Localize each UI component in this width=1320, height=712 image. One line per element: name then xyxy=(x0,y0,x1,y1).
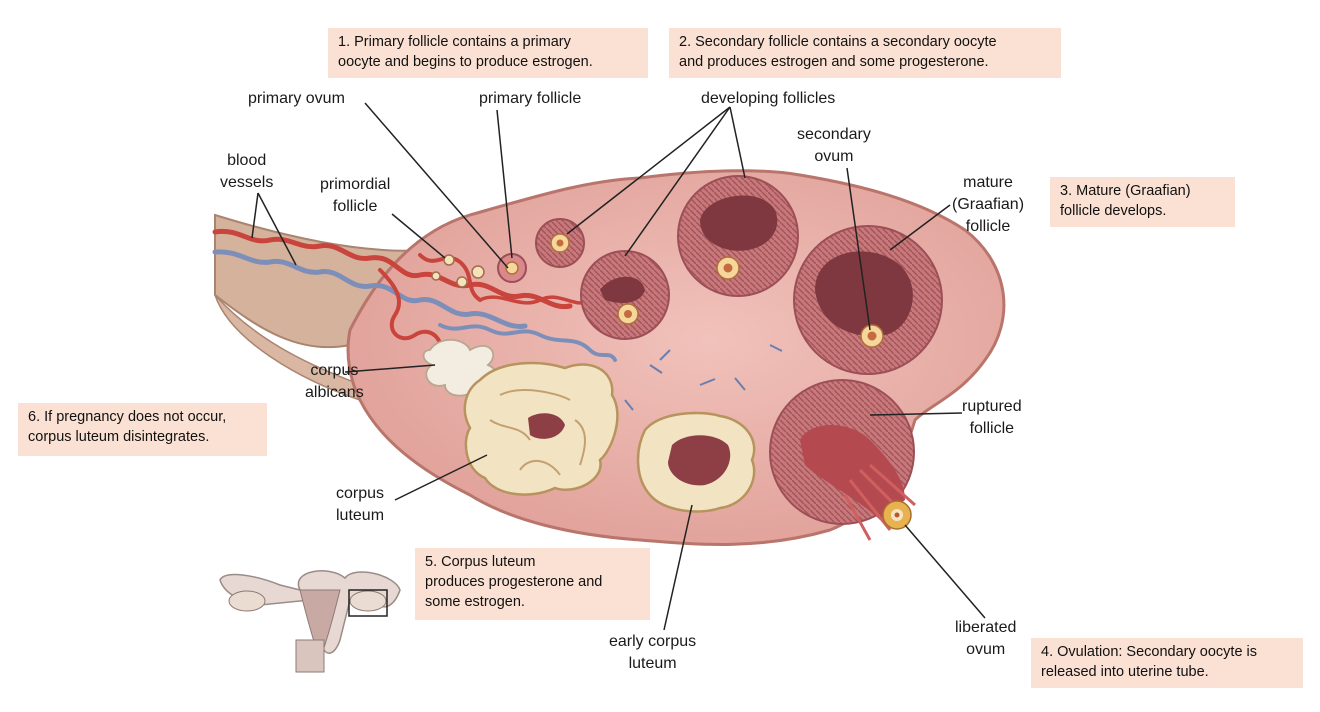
primordial-follicles xyxy=(431,254,485,288)
label-liberated-line2: ovum xyxy=(966,641,1006,658)
label-corpus-luteum: corpus luteum xyxy=(336,483,384,527)
label-primordial-line1: primordial xyxy=(320,176,391,193)
note-no-pregnancy: 6. If pregnancy does not occur, corpus l… xyxy=(18,403,267,456)
label-primordial-line2: follicle xyxy=(332,198,378,215)
label-primary-ovum: primary ovum xyxy=(248,90,345,107)
label-corpus-luteum-line1: corpus xyxy=(336,485,385,502)
note-primary-follicle: 1. Primary follicle contains a primary o… xyxy=(328,28,648,78)
label-mature-line1: mature xyxy=(963,174,1013,191)
label-secondary-ovum: secondary ovum xyxy=(797,124,871,168)
label-ruptured-line1: ruptured xyxy=(962,398,1022,415)
label-blood-vessels-line2: vessels xyxy=(220,174,274,191)
label-mature-follicle: mature (Graafian) follicle xyxy=(952,172,1024,238)
label-early-corpus-luteum: early corpus luteum xyxy=(609,631,696,675)
note-corpus-luteum: 5. Corpus luteum produces progesterone a… xyxy=(415,548,650,620)
label-secondary-ovum-line1: secondary xyxy=(797,126,871,143)
note-ovulation: 4. Ovulation: Secondary oocyte is releas… xyxy=(1031,638,1303,688)
label-primordial-follicle: primordial follicle xyxy=(320,174,390,218)
note-secondary-follicle: 2. Secondary follicle contains a seconda… xyxy=(669,28,1061,78)
ruptured-follicle xyxy=(769,379,916,541)
blood-vessels xyxy=(212,228,617,362)
label-mature-line2: (Graafian) xyxy=(952,196,1025,213)
inset-highlight-box xyxy=(348,589,388,617)
primary-follicle xyxy=(497,253,527,283)
label-ruptured-line2: follicle xyxy=(969,420,1015,437)
developing-follicle-large xyxy=(677,175,799,297)
label-blood-vessels-line1: blood xyxy=(227,152,267,169)
label-corpus-luteum-line2: luteum xyxy=(336,507,385,524)
label-ruptured-follicle: ruptured follicle xyxy=(962,396,1022,440)
leader-lines xyxy=(251,102,986,631)
label-secondary-ovum-line2: ovum xyxy=(814,148,854,165)
label-corpus-albicans-line2: albicans xyxy=(305,384,364,401)
uterus-inset xyxy=(219,570,401,673)
label-developing-follicles: developing follicles xyxy=(701,90,836,107)
label-early-cl-line1: early corpus xyxy=(609,633,697,650)
note-mature-follicle: 3. Mature (Graafian) follicle develops. xyxy=(1050,177,1235,227)
early-corpus-luteum xyxy=(636,411,756,513)
label-blood-vessels: blood vessels xyxy=(220,150,273,194)
label-liberated-line1: liberated xyxy=(955,619,1017,636)
label-early-cl-line2: luteum xyxy=(628,655,677,672)
secondary-follicle xyxy=(580,250,670,340)
label-corpus-albicans: corpus albicans xyxy=(305,360,364,404)
label-mature-line3: follicle xyxy=(965,218,1011,235)
mature-follicle xyxy=(793,225,943,375)
liberated-ovum xyxy=(882,500,912,530)
stroma-marks xyxy=(624,344,783,411)
label-primary-follicle: primary follicle xyxy=(479,90,582,107)
label-liberated-ovum: liberated ovum xyxy=(955,617,1016,661)
label-corpus-albicans-line1: corpus xyxy=(310,362,359,379)
corpus-luteum xyxy=(463,361,619,496)
